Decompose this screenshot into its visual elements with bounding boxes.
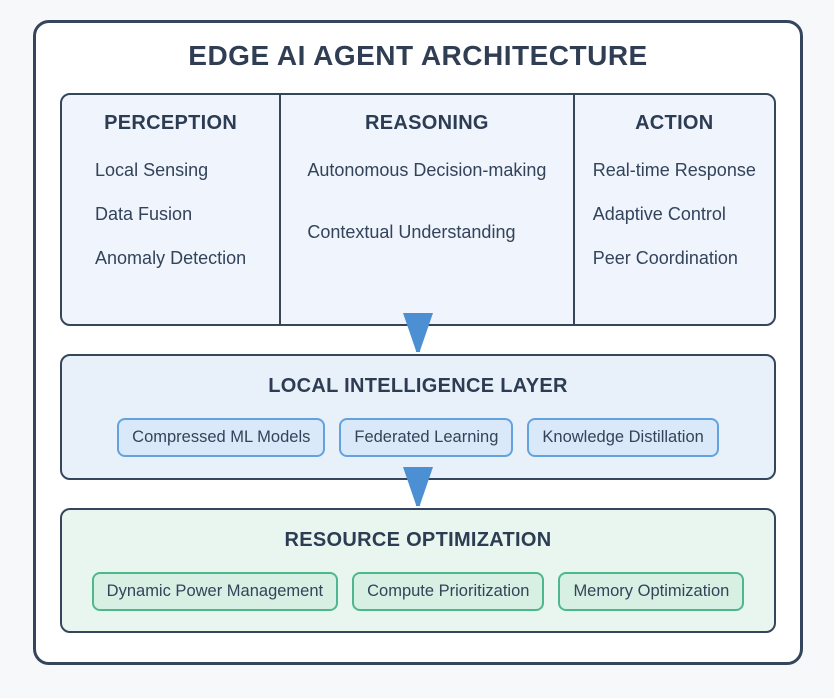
column-header: PERCEPTION — [104, 112, 238, 134]
chip-federated-learning: Federated Learning — [339, 418, 514, 457]
layer-title: LOCAL INTELLIGENCE LAYER — [268, 375, 568, 397]
column-perception: PERCEPTION Local Sensing Data Fusion Ano… — [62, 95, 279, 324]
down-arrow-icon — [403, 313, 433, 352]
chip-compressed-ml-models: Compressed ML Models — [117, 418, 326, 457]
column-header: REASONING — [364, 112, 489, 134]
column-item: Autonomous Decision-making — [307, 160, 547, 180]
column-action: ACTION Real-time Response Adaptive Contr… — [575, 95, 774, 324]
layer-resource-optimization: RESOURCE OPTIMIZATION Dynamic Power Mana… — [60, 508, 776, 633]
diagram-title: EDGE AI AGENT ARCHITECTURE — [188, 40, 648, 71]
down-arrow-icon — [403, 467, 433, 506]
column-item: Anomaly Detection — [95, 248, 247, 268]
connector-gap — [60, 467, 776, 508]
connector-gap — [60, 313, 776, 354]
column-item-list: Autonomous Decision-making Contextual Un… — [307, 161, 546, 285]
chip-row: Compressed ML Models Federated Learning … — [62, 418, 774, 457]
chip-knowledge-distillation: Knowledge Distillation — [527, 418, 719, 457]
column-item: Real-time Response — [592, 160, 756, 180]
chip-dynamic-power-management: Dynamic Power Management — [91, 572, 339, 611]
column-item: Peer Coordination — [592, 248, 738, 268]
chip-memory-optimization: Memory Optimization — [558, 572, 745, 611]
column-item: Contextual Understanding — [307, 222, 516, 242]
column-reasoning: REASONING Autonomous Decision-making Con… — [279, 95, 575, 324]
diagram-card: EDGE AI AGENT ARCHITECTURE PERCEPTION Lo… — [33, 20, 803, 665]
column-item-list: Real-time Response Adaptive Control Peer… — [593, 161, 756, 293]
chip-row: Dynamic Power Management Compute Priorit… — [62, 572, 774, 611]
layer-title: RESOURCE OPTIMIZATION — [284, 529, 552, 551]
column-item: Adaptive Control — [592, 204, 726, 224]
column-item: Local Sensing — [95, 160, 209, 180]
column-item-list: Local Sensing Data Fusion Anomaly Detect… — [95, 161, 246, 293]
chip-compute-prioritization: Compute Prioritization — [352, 572, 545, 611]
agent-capabilities-box: PERCEPTION Local Sensing Data Fusion Ano… — [60, 93, 776, 326]
column-header: ACTION — [635, 112, 714, 134]
layer-local-intelligence: LOCAL INTELLIGENCE LAYER Compressed ML M… — [60, 354, 776, 480]
column-item: Data Fusion — [95, 204, 193, 224]
